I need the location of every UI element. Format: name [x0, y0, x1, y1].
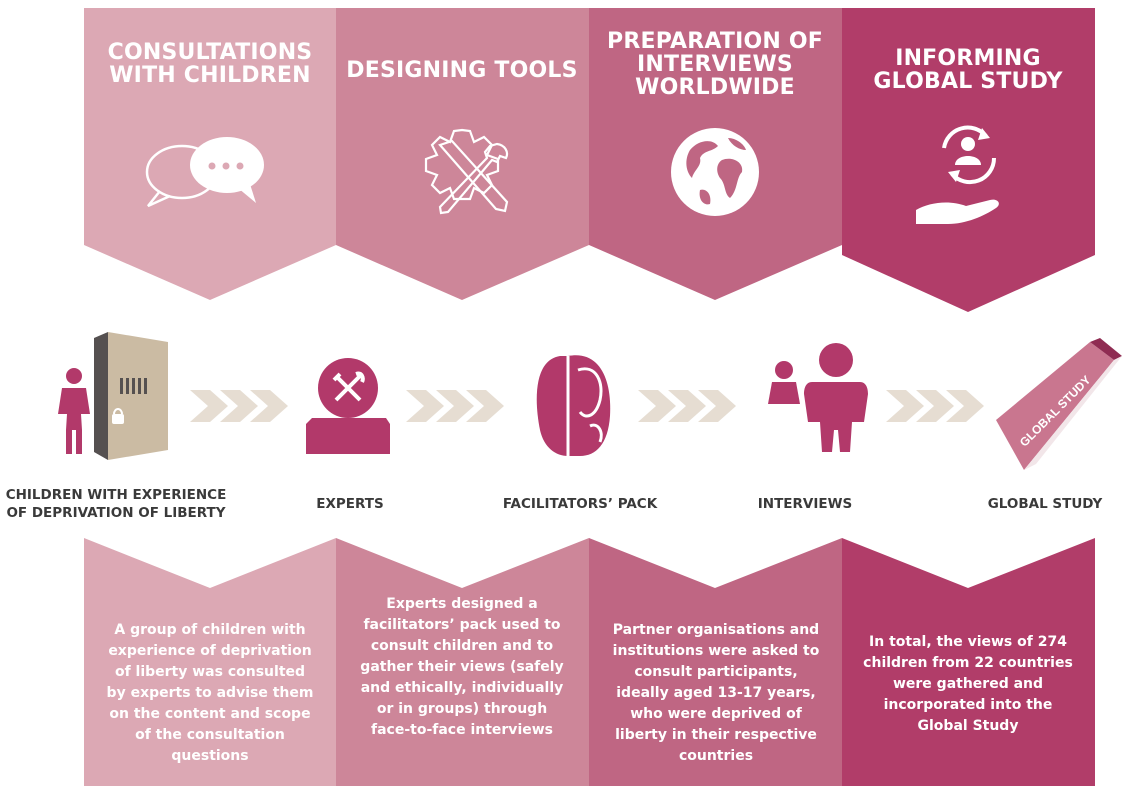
- stage-label-children: CHILDREN WITH EXPERIENCE OF DEPRIVATION …: [5, 487, 227, 521]
- top-title-1: CONSULTATIONS WITH CHILDREN: [107, 40, 313, 88]
- globe-icon: [671, 128, 759, 216]
- top-title-4: INFORMING GLOBAL STUDY: [873, 46, 1063, 94]
- flow-row: GLOBAL STUDY: [58, 332, 1122, 470]
- bottom-text-3: Partner organisations and institutions w…: [612, 622, 820, 764]
- stage-label-facilitators-pack: FACILITATORS’ PACK: [502, 496, 658, 512]
- gear-tools-icon: [424, 128, 509, 215]
- top-title-3: PREPARATION OF INTERVIEWS WORLDWIDE: [607, 28, 823, 100]
- bottom-column-3-bg: [589, 538, 842, 786]
- flow-arrow-1: [190, 390, 288, 422]
- book-icon: GLOBAL STUDY: [996, 338, 1122, 470]
- interview-people-icon: [768, 343, 868, 452]
- stage-label-experts: EXPERTS: [316, 496, 384, 512]
- top-title-2: DESIGNING TOOLS: [346, 57, 578, 83]
- bottom-text-2: Experts designed a facilitators’ pack us…: [360, 596, 564, 738]
- expert-icon: [306, 358, 390, 454]
- backpack-icon: [536, 355, 611, 456]
- child-at-door-icon: [58, 332, 168, 460]
- flow-arrow-4: [886, 390, 984, 422]
- person-in-hand-icon: [916, 125, 999, 224]
- stage-label-global-study: GLOBAL STUDY: [987, 496, 1103, 512]
- bottom-column-4-bg: [842, 538, 1095, 786]
- flow-arrow-2: [406, 390, 504, 422]
- bottom-column-1-bg: [84, 538, 336, 786]
- bottom-column-2-bg: [336, 538, 589, 786]
- stage-label-interviews: INTERVIEWS: [757, 496, 853, 512]
- bottom-text-4: In total, the views of 274 children from…: [863, 634, 1073, 734]
- bottom-text-1: A group of children with experience of d…: [106, 622, 314, 764]
- top-banners: [84, 8, 1095, 312]
- speech-bubbles-icon: [145, 137, 264, 208]
- bottom-banners: [84, 538, 1095, 786]
- flow-arrow-3: [638, 390, 736, 422]
